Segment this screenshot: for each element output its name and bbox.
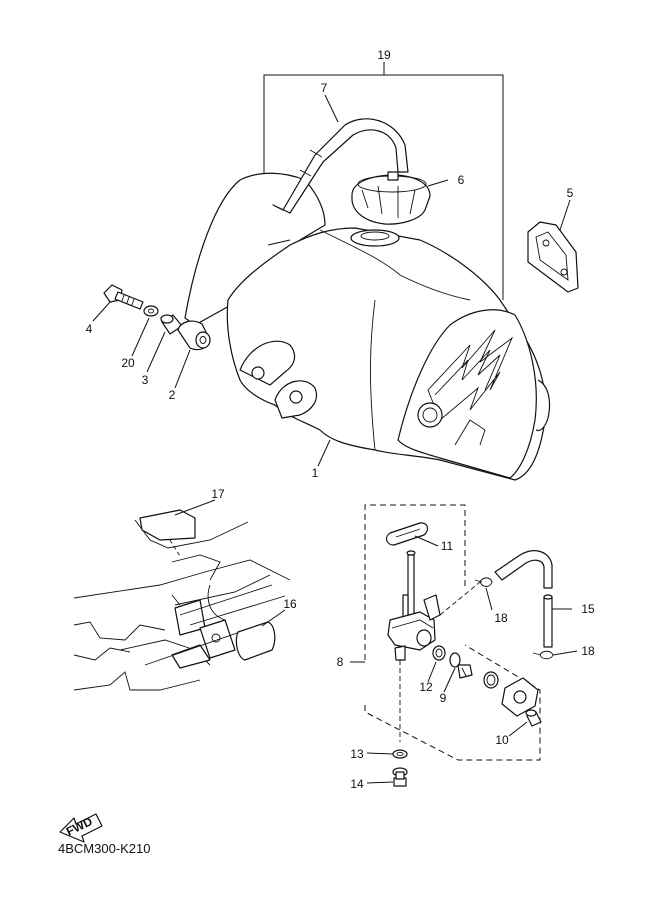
mount-washer — [143, 305, 159, 317]
cover-plate — [501, 677, 539, 717]
drain-screw — [392, 767, 408, 787]
mount-bolt — [103, 284, 144, 310]
callout-3: 3 — [142, 373, 149, 387]
callout-10: 10 — [495, 733, 509, 747]
callout-18-upper: 18 — [494, 611, 508, 625]
callout-15: 15 — [581, 602, 595, 616]
callout-20: 20 — [121, 356, 135, 370]
fuel-cock — [387, 550, 441, 661]
callout-14: 14 — [350, 777, 364, 791]
fuel-hose — [494, 550, 553, 648]
drain-washer — [392, 749, 408, 759]
callout-2: 2 — [169, 388, 176, 402]
callout-8: 8 — [337, 655, 344, 669]
callout-5: 5 — [567, 186, 574, 200]
callout-7: 7 — [321, 81, 328, 95]
fuel-cap — [351, 171, 431, 225]
callout-labels: 19 7 6 5 4 20 3 2 1 17 16 11 18 15 18 8 … — [86, 48, 595, 791]
callout-4: 4 — [86, 322, 93, 336]
leader-lines — [92, 94, 578, 784]
callout-11: 11 — [441, 539, 454, 553]
callout-9: 9 — [440, 691, 447, 705]
fuel-cock-bracket — [364, 504, 541, 761]
frame-detail — [73, 519, 291, 691]
hose-clip-lower — [532, 650, 554, 660]
callout-17: 17 — [211, 487, 225, 501]
callout-1: 1 — [312, 466, 319, 480]
callout-18-lower: 18 — [581, 644, 595, 658]
fuel-tank — [226, 227, 551, 481]
damper-pad — [235, 621, 276, 661]
seat-pad — [139, 509, 196, 557]
callout-6: 6 — [458, 173, 465, 187]
callout-19: 19 — [377, 48, 391, 62]
tank-bracket-plate — [527, 221, 579, 293]
fwd-arrow: FWD — [59, 813, 103, 843]
callout-13: 13 — [350, 747, 364, 761]
cock-lever — [449, 652, 473, 679]
lever-plate — [483, 671, 499, 689]
filter-gasket — [385, 522, 429, 546]
cover-screw — [525, 709, 542, 727]
diagram-code: 4BCM300-K210 — [58, 841, 151, 856]
mount-damper — [177, 320, 211, 351]
assembly-19-bracket — [263, 62, 504, 300]
o-ring — [432, 645, 446, 661]
hose-clip-upper — [474, 577, 493, 587]
callout-12: 12 — [419, 680, 433, 694]
callout-16: 16 — [283, 597, 297, 611]
breather-hose — [272, 118, 409, 214]
hose-path — [439, 581, 481, 616]
